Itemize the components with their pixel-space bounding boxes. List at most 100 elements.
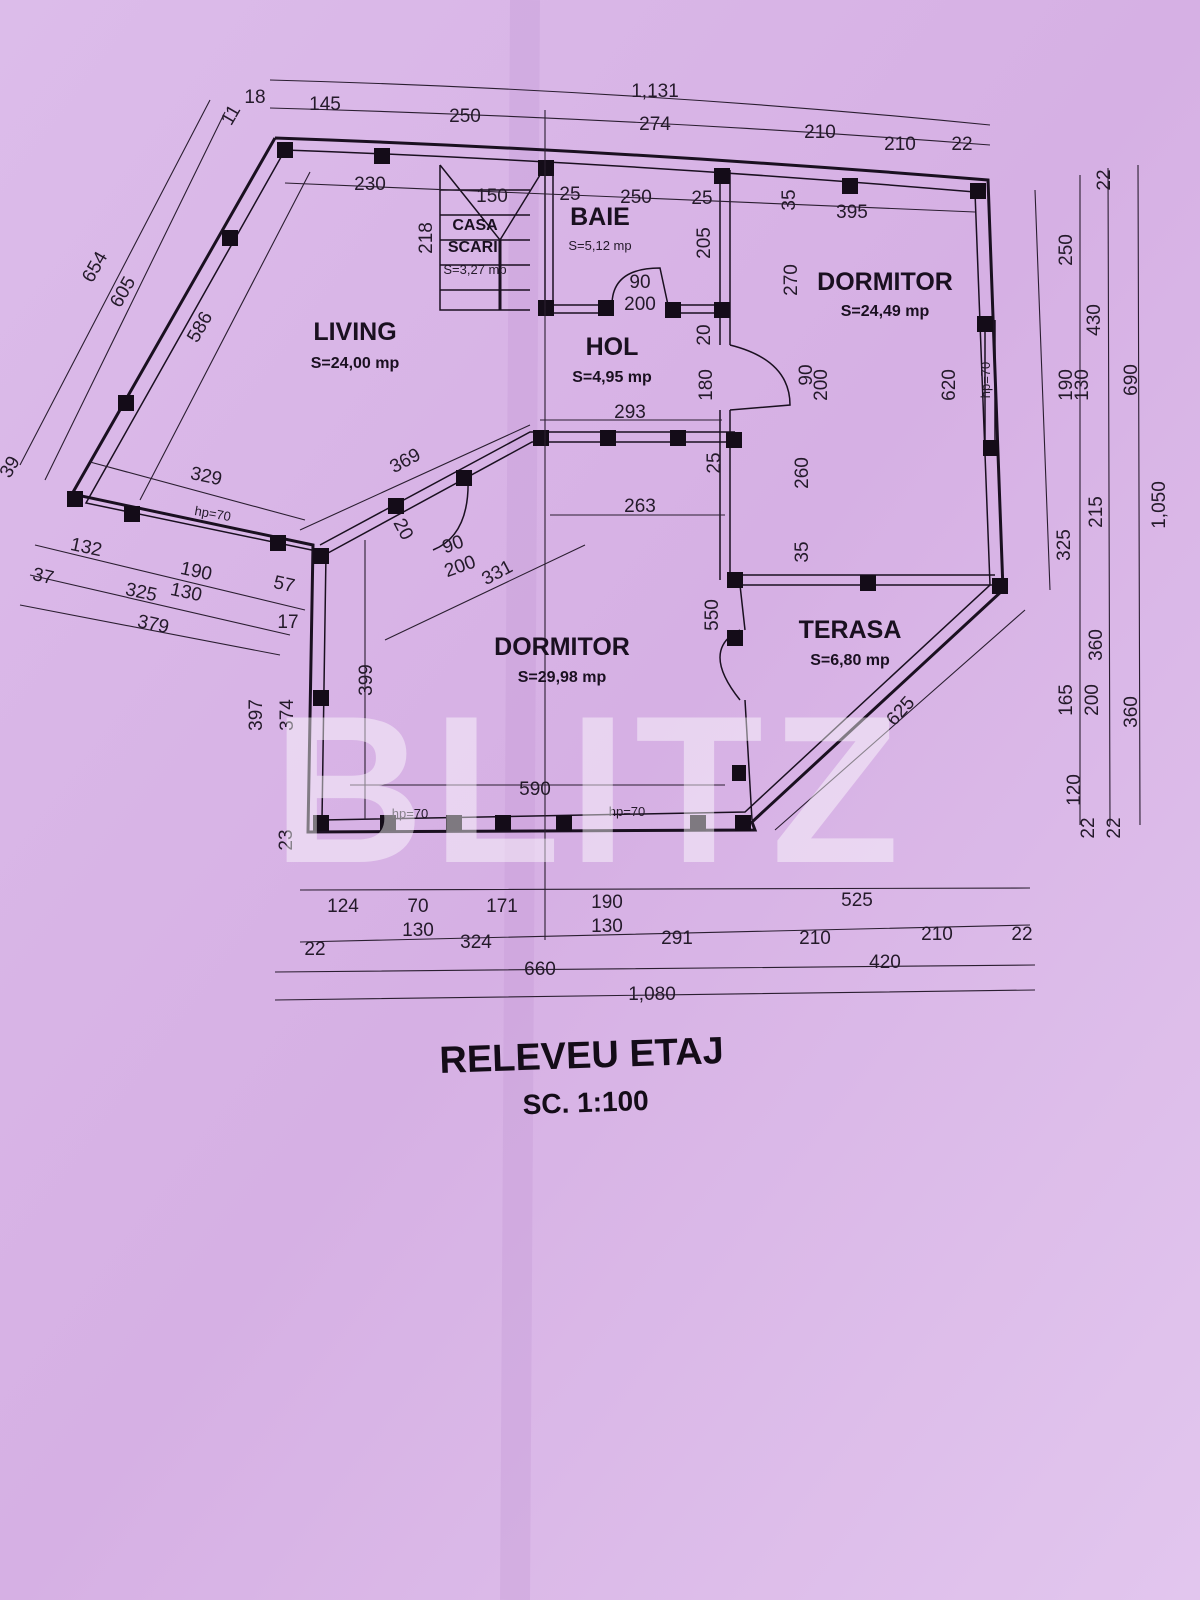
columns: [67, 142, 1008, 831]
svg-text:210: 210: [804, 122, 836, 143]
svg-text:250: 250: [620, 187, 652, 208]
svg-text:57: 57: [272, 572, 297, 597]
svg-text:200: 200: [811, 369, 832, 401]
drawing-title: RELEVEU ETAJ: [439, 1030, 725, 1082]
svg-text:20: 20: [694, 324, 715, 345]
svg-text:1,131: 1,131: [631, 81, 679, 102]
svg-text:37: 37: [31, 564, 56, 589]
svg-text:270: 270: [781, 264, 802, 296]
svg-text:25: 25: [704, 452, 725, 473]
window-note: hp=70: [978, 362, 993, 399]
svg-text:1,080: 1,080: [628, 984, 676, 1005]
svg-text:S=3,27 mp: S=3,27 mp: [443, 262, 506, 277]
svg-text:171: 171: [486, 896, 518, 917]
svg-text:22: 22: [304, 939, 325, 960]
svg-text:90: 90: [796, 364, 817, 385]
svg-text:260: 260: [792, 457, 813, 489]
svg-text:550: 550: [702, 599, 723, 631]
svg-text:S=29,98 mp: S=29,98 mp: [518, 669, 607, 686]
svg-text:200: 200: [624, 294, 656, 315]
svg-text:35: 35: [779, 189, 800, 210]
svg-text:210: 210: [799, 928, 831, 949]
svg-text:205: 205: [694, 227, 715, 259]
svg-text:23: 23: [276, 829, 297, 850]
svg-text:35: 35: [792, 541, 813, 562]
svg-text:124: 124: [327, 896, 359, 917]
svg-text:399: 399: [356, 664, 377, 696]
svg-text:130: 130: [1072, 369, 1093, 401]
svg-text:210: 210: [884, 134, 916, 155]
svg-text:22: 22: [1078, 817, 1099, 838]
svg-text:HOL: HOL: [586, 333, 639, 361]
svg-text:SCARII: SCARII: [448, 239, 502, 256]
svg-text:150: 150: [476, 186, 508, 207]
svg-text:70: 70: [407, 896, 428, 917]
window-note: hp=70: [609, 804, 646, 819]
dimension-lines: [19, 79, 1141, 1001]
drawing-scale: SC. 1:100: [522, 1085, 649, 1120]
svg-text:90: 90: [629, 272, 650, 293]
room-hol: HOL S=4,95 mp: [572, 333, 652, 386]
svg-text:293: 293: [614, 402, 646, 423]
watermark-logo: BLITZ: [273, 672, 908, 907]
svg-text:325: 325: [1054, 529, 1075, 561]
svg-text:660: 660: [524, 959, 556, 980]
svg-text:395: 395: [836, 202, 868, 223]
svg-text:180: 180: [696, 369, 717, 401]
svg-text:590: 590: [519, 779, 551, 800]
svg-text:22: 22: [951, 134, 972, 155]
dimensions-right: 22 250 430 190 130 690 1,050 325 215 360…: [1054, 169, 1170, 838]
dimensions-left: 654 605 586 39 329 369 20 90 200 331 132…: [0, 248, 516, 851]
svg-text:DORMITOR: DORMITOR: [494, 633, 630, 661]
svg-text:S=24,49 mp: S=24,49 mp: [841, 303, 930, 320]
svg-text:525: 525: [841, 890, 873, 911]
svg-text:S=4,95 mp: S=4,95 mp: [572, 369, 652, 386]
svg-text:274: 274: [639, 114, 671, 135]
svg-text:130: 130: [591, 916, 623, 937]
svg-text:18: 18: [244, 87, 265, 108]
svg-text:S=5,12 mp: S=5,12 mp: [568, 238, 631, 253]
svg-text:215: 215: [1086, 496, 1107, 528]
svg-text:190: 190: [591, 892, 623, 913]
svg-text:25: 25: [691, 188, 712, 209]
room-dormitor-2: DORMITOR S=29,98 mp: [494, 633, 630, 686]
svg-text:1,050: 1,050: [1149, 481, 1170, 529]
svg-text:22: 22: [1094, 169, 1115, 190]
svg-text:22: 22: [1104, 817, 1125, 838]
svg-text:CASA: CASA: [452, 217, 498, 234]
room-baie: BAIE S=5,12 mp: [568, 203, 631, 253]
svg-text:22: 22: [1011, 924, 1032, 945]
svg-text:218: 218: [416, 222, 437, 254]
room-dormitor-1: DORMITOR S=24,49 mp: [817, 268, 953, 320]
svg-text:620: 620: [939, 369, 960, 401]
svg-text:250: 250: [449, 106, 481, 127]
window-note: hp=70: [193, 503, 232, 524]
svg-text:BAIE: BAIE: [570, 203, 630, 231]
svg-text:374: 374: [277, 699, 298, 731]
svg-text:190: 190: [1056, 369, 1077, 401]
svg-text:145: 145: [309, 94, 341, 115]
svg-text:TERASA: TERASA: [799, 616, 902, 644]
svg-text:397: 397: [246, 699, 267, 731]
svg-text:690: 690: [1121, 364, 1142, 396]
dimensions-bottom: 124 70 171 190 525 22 130 324 130 291 21…: [304, 890, 1032, 1005]
room-living: LIVING S=24,00 mp: [311, 318, 400, 372]
svg-text:420: 420: [869, 952, 901, 973]
svg-text:165: 165: [1056, 684, 1077, 716]
room-terasa: TERASA S=6,80 mp: [799, 616, 902, 669]
svg-text:DORMITOR: DORMITOR: [817, 268, 953, 296]
svg-text:S=24,00 mp: S=24,00 mp: [311, 355, 400, 372]
svg-text:291: 291: [661, 928, 693, 949]
dimensions-top: 1,131 18 145 250 274 210 210 22 230 150 …: [217, 81, 972, 223]
svg-text:360: 360: [1121, 696, 1142, 728]
svg-text:LIVING: LIVING: [313, 318, 396, 346]
svg-text:17: 17: [277, 612, 298, 633]
svg-text:324: 324: [460, 932, 492, 953]
svg-text:430: 430: [1084, 304, 1105, 336]
svg-text:230: 230: [354, 174, 386, 195]
dimensions-middle: 218 205 270 90 200 20 180 293 90 200 263…: [416, 222, 960, 800]
svg-text:200: 200: [1082, 684, 1103, 716]
paper-fold: [500, 0, 540, 1600]
room-casa-scarii: CASA SCARII S=3,27 mp: [443, 217, 506, 277]
